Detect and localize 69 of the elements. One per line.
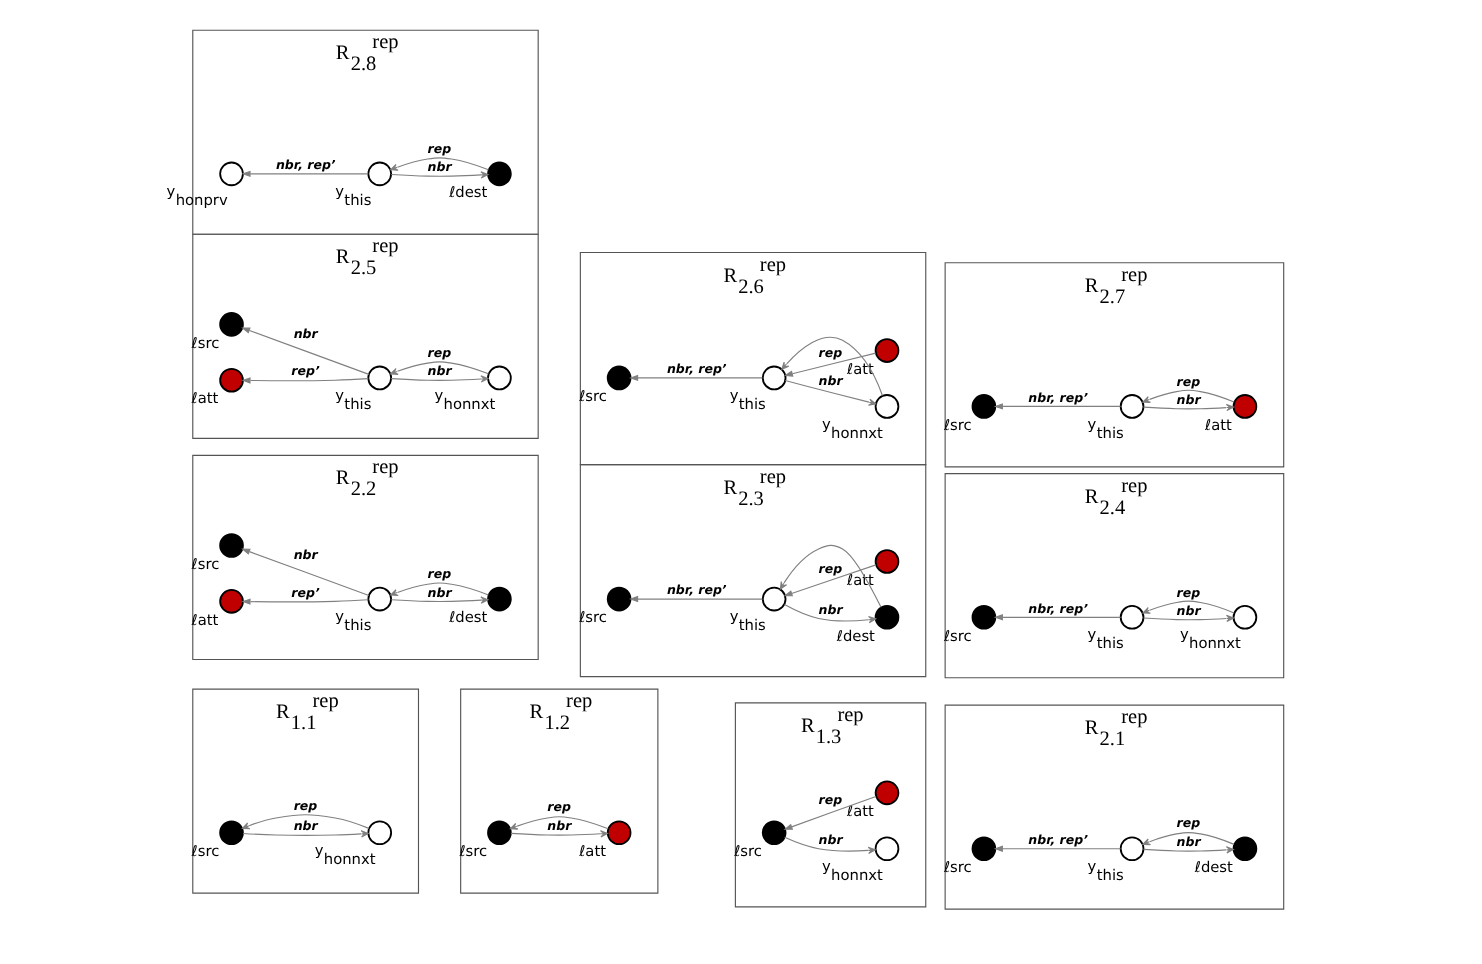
node-circle: [1118, 836, 1144, 862]
node-circle: [486, 161, 511, 187]
node-circle: [873, 780, 899, 806]
arrow: [628, 595, 762, 603]
node-circle: [218, 820, 243, 846]
arrow: [240, 548, 369, 597]
arrow: [782, 604, 876, 624]
node-circle: [1231, 605, 1257, 630]
node-circle: [605, 365, 631, 391]
arrow: [240, 377, 368, 384]
arrow: [389, 375, 488, 383]
node-circle: [760, 820, 786, 846]
arrow: [389, 361, 489, 375]
arrow: [508, 816, 608, 830]
arrow: [1141, 614, 1234, 623]
node-circle: [1231, 836, 1257, 862]
arrow: [389, 596, 488, 604]
node-circle: [1118, 394, 1144, 419]
node-circle: [366, 586, 392, 612]
arrow: [240, 327, 369, 375]
arrow: [1141, 846, 1234, 854]
node-circle: [218, 533, 243, 558]
node-circle: [218, 367, 243, 393]
node-circle: [873, 338, 899, 363]
arrow: [782, 564, 876, 597]
node-circle: [970, 836, 996, 862]
node-circle: [366, 820, 392, 846]
arrow: [992, 614, 1121, 621]
arrow: [509, 830, 608, 838]
node-circle: [873, 605, 899, 630]
arrow: [783, 836, 875, 855]
node-circle: [873, 394, 899, 419]
arrow: [1141, 389, 1234, 403]
arrow: [389, 157, 489, 171]
arrow: [992, 403, 1121, 410]
node-circle: [366, 365, 392, 391]
node-circle: [873, 549, 899, 574]
node-circle: [605, 586, 631, 612]
node-circle: [218, 589, 243, 614]
arrow: [783, 380, 876, 406]
node-circle: [970, 605, 996, 630]
arrow: [780, 336, 882, 397]
arrow: [628, 374, 762, 382]
arrow: [782, 352, 876, 377]
node-circle: [366, 161, 392, 187]
arrow: [992, 845, 1121, 852]
node-circle: [970, 394, 996, 419]
arrow: [240, 598, 368, 605]
node-circle: [218, 161, 243, 187]
arrow: [1141, 403, 1234, 412]
node-circle: [605, 820, 631, 846]
node-circle: [1231, 394, 1257, 419]
arrow: [389, 582, 489, 597]
node-circle: [760, 586, 786, 612]
node-circle: [873, 836, 899, 862]
node-circle: [486, 586, 511, 612]
node-circle: [486, 365, 511, 391]
arrow: [241, 830, 368, 838]
node-circle: [486, 820, 511, 846]
arrow: [778, 544, 881, 608]
arrow: [240, 170, 368, 178]
arrow: [240, 814, 369, 830]
arrow: [1141, 832, 1234, 846]
node-circle: [760, 365, 786, 391]
arrow: [389, 171, 488, 179]
arrow: [782, 795, 876, 830]
arrow: [1141, 600, 1234, 614]
node-circle: [218, 312, 243, 337]
node-circle: [1118, 605, 1144, 630]
